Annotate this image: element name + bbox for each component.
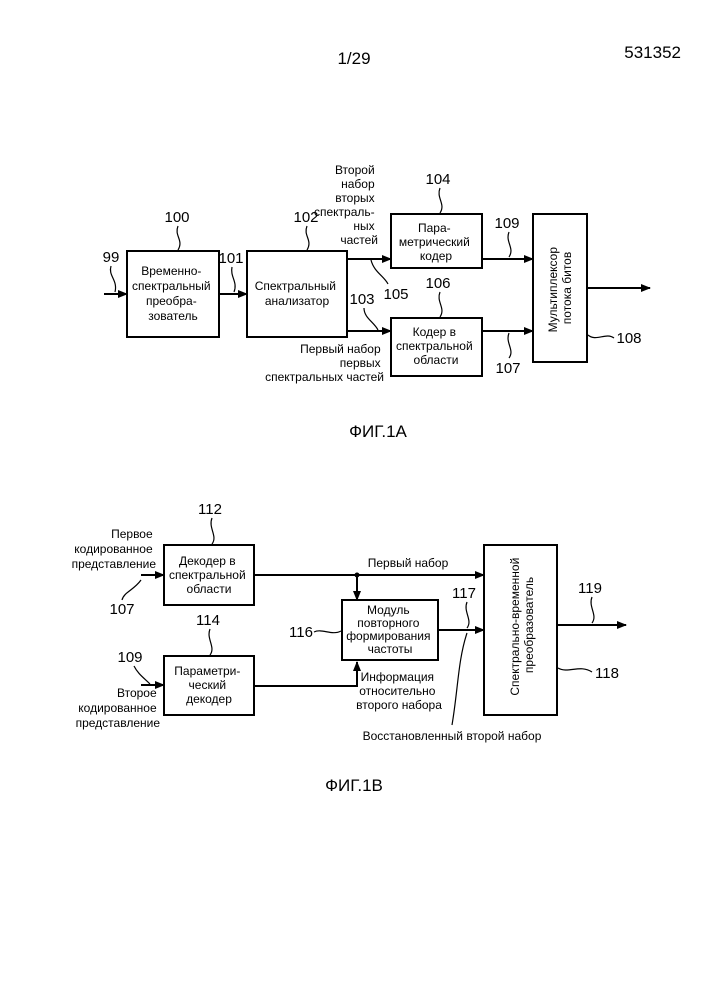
leader-107-b (122, 580, 141, 600)
ref-106: 106 (425, 275, 450, 292)
leader-104 (439, 188, 442, 213)
leader-112 (211, 518, 214, 544)
ref-109: 109 (494, 215, 519, 232)
ref-100: 100 (164, 209, 189, 226)
first-set-label-b: Первый набор (368, 556, 449, 570)
second-encoded-representation-label: Второе кодированное представление (76, 686, 161, 730)
parametric-info-arrow (254, 662, 357, 686)
leader-reconstructed-set (452, 633, 467, 725)
ref-114: 114 (196, 612, 220, 629)
leader-107 (508, 333, 511, 358)
leader-100 (177, 226, 180, 250)
second-set-label: Второй набор вторых спектраль- ных часте… (314, 163, 378, 247)
leader-114 (209, 629, 212, 655)
leader-101 (232, 267, 235, 292)
figure-1b: Первое кодированное представление 107 10… (72, 501, 626, 795)
ref-109-b: 109 (117, 649, 142, 666)
ref-108: 108 (616, 330, 641, 347)
ref-105: 105 (383, 286, 408, 303)
reconstructed-second-set-label: Восстановленный второй набор (363, 729, 542, 743)
leader-119 (591, 597, 594, 623)
figure-1a-caption: ФИГ.1А (349, 422, 407, 441)
leader-117 (466, 602, 469, 628)
block-108-label: Мультиплексор потока битов (546, 244, 574, 333)
document-number: 531352 (624, 43, 681, 62)
leader-99 (110, 266, 115, 292)
first-set-label: Первый набор первых спектральных частей (265, 342, 384, 384)
ref-101: 101 (218, 250, 243, 267)
leader-108 (588, 335, 614, 338)
leader-105 (371, 260, 388, 284)
page-number: 1/29 (337, 49, 370, 68)
junction-dot (355, 573, 360, 578)
leader-102 (306, 226, 309, 250)
leader-109-b (134, 666, 150, 684)
ref-104: 104 (425, 171, 450, 188)
second-set-info-label: Информация относительно второго набора (356, 670, 442, 712)
ref-103: 103 (349, 291, 374, 308)
ref-116: 116 (289, 624, 313, 641)
first-encoded-representation-label: Первое кодированное представление (72, 527, 157, 571)
leader-116 (314, 631, 341, 633)
ref-99: 99 (103, 249, 120, 266)
ref-118: 118 (595, 665, 619, 682)
ref-117: 117 (452, 585, 476, 602)
ref-112: 112 (198, 501, 222, 518)
figure-1b-caption: ФИГ.1В (325, 776, 383, 795)
ref-107-b: 107 (109, 601, 134, 618)
leader-106 (439, 292, 442, 317)
leader-103 (364, 308, 378, 330)
leader-118 (558, 668, 592, 672)
ref-119: 119 (578, 580, 602, 597)
ref-107: 107 (495, 360, 520, 377)
figure-1a: 99 Временно- спектральный преобра- зоват… (103, 163, 650, 441)
block-102-label: Спектральный анализатор (255, 279, 340, 308)
leader-109 (508, 232, 511, 257)
